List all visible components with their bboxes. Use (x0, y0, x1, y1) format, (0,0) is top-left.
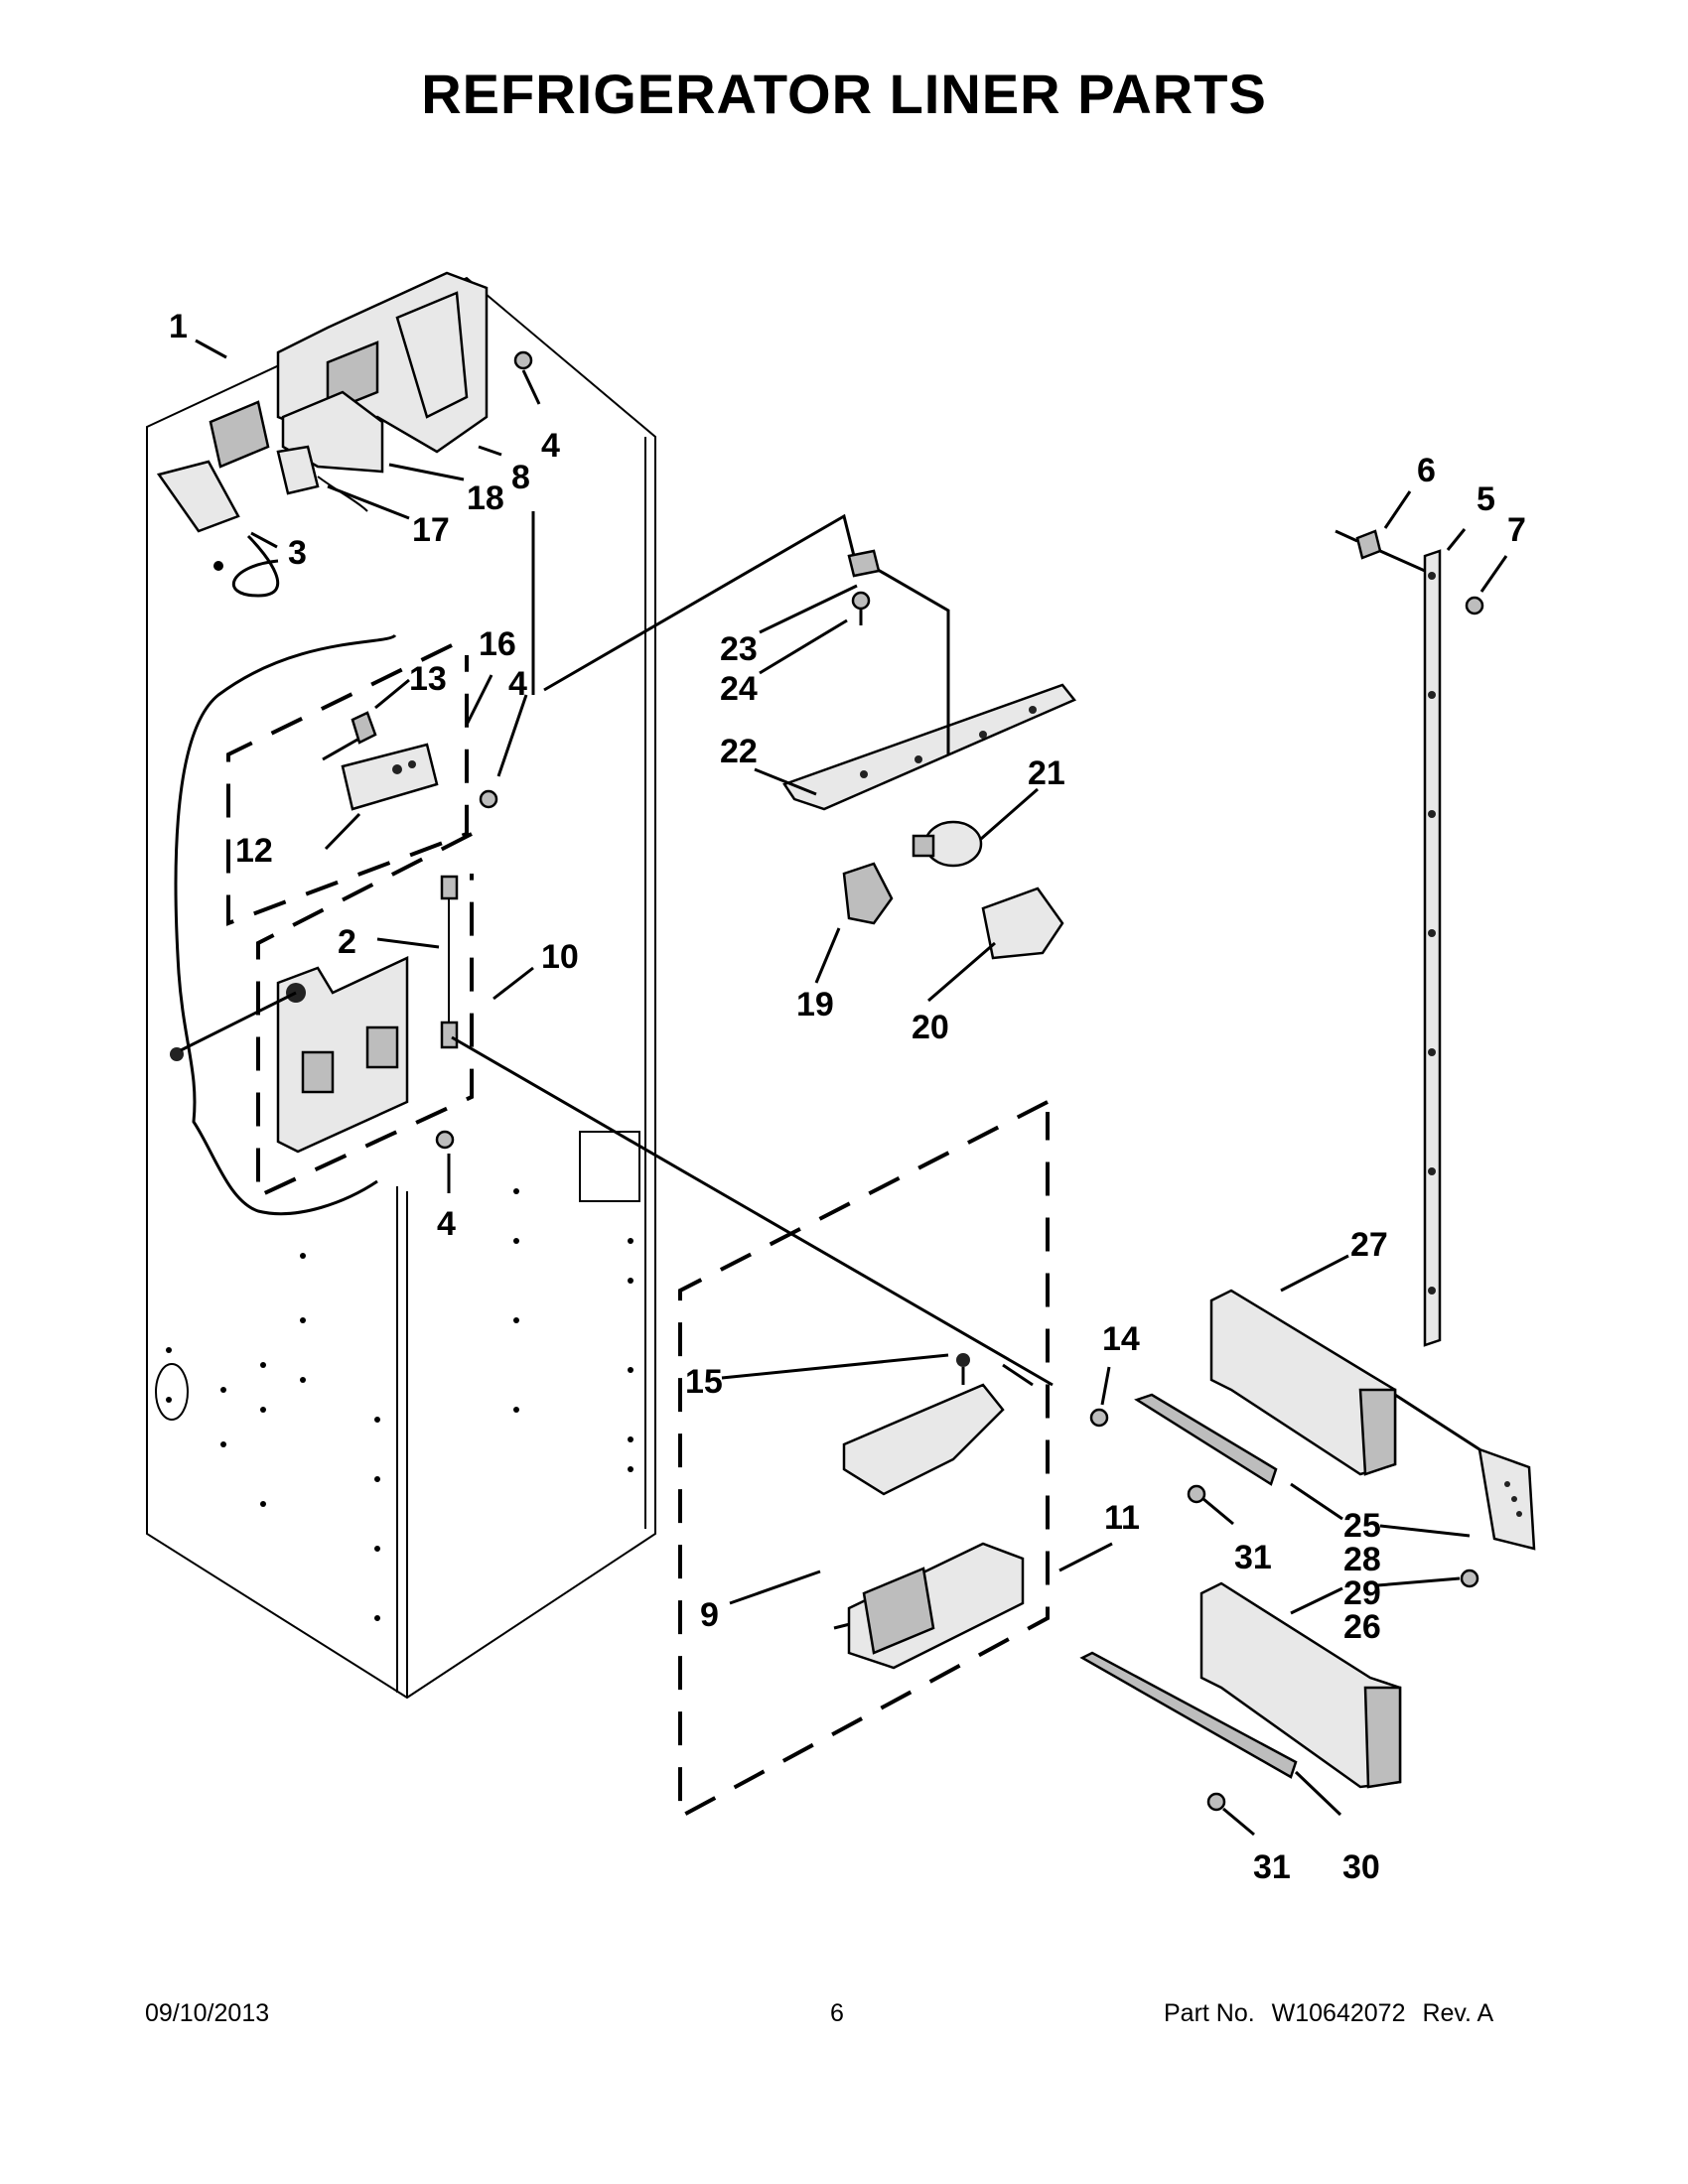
screw-part-31-upper (1187, 1484, 1206, 1504)
trim-cap-part-25 (1394, 1393, 1536, 1551)
footer-page-number: 6 (830, 1999, 844, 2027)
upper-rail-part-28 (1134, 1393, 1278, 1486)
control-group-boundary (226, 643, 469, 926)
screw-part-14 (1089, 1408, 1109, 1428)
callout-24: 24 (720, 670, 758, 708)
callout-17: 17 (412, 511, 450, 549)
callout-11: 11 (1104, 1499, 1140, 1537)
callout-30: 30 (1342, 1848, 1380, 1886)
dispenser-housing (180, 956, 409, 1154)
callout-7: 7 (1507, 511, 1526, 549)
callout-20: 20 (912, 1009, 949, 1046)
control-panel-part-12 (341, 743, 439, 811)
screw-part-4-bottom (435, 1130, 455, 1150)
callout-28: 28 (1343, 1541, 1381, 1578)
callout-18: 18 (467, 479, 504, 517)
light-socket-part-19 (842, 862, 894, 925)
page-title: REFRIGERATOR LINER PARTS (421, 63, 1267, 125)
callout-6: 6 (1417, 452, 1436, 489)
lower-rail-part-30 (1079, 1651, 1298, 1779)
damper-part-17 (276, 445, 368, 512)
callout-23: 23 (720, 630, 758, 668)
footer-part-number: Part No. W10642072 Rev. A (1164, 1999, 1503, 2028)
housing-group-boundary (678, 1100, 1050, 1821)
callout-4-top: 4 (541, 427, 560, 465)
callout-26: 26 (1343, 1608, 1381, 1646)
air-outlet-part-3 (156, 460, 280, 598)
trim-rail-part-5 (1423, 549, 1442, 1347)
part-label: Part No. (1164, 1999, 1255, 2027)
callout-22: 22 (720, 733, 758, 770)
callout-14: 14 (1102, 1320, 1140, 1358)
callout-5: 5 (1477, 480, 1495, 518)
callout-4-bottom: 4 (437, 1205, 456, 1243)
wire-to-housing (451, 1035, 1054, 1387)
switch-part-2 (440, 875, 459, 1049)
wire-connector-part-13 (322, 711, 377, 761)
callout-3: 3 (288, 534, 307, 572)
callout-2: 2 (338, 923, 356, 961)
callout-12: 12 (235, 832, 273, 870)
screw-part-4-top (513, 350, 533, 370)
dispenser-group-boundary (256, 832, 474, 1200)
part-number: W10642072 (1271, 1999, 1406, 2027)
callout-19: 19 (796, 986, 834, 1024)
callout-25: 25 (1343, 1507, 1381, 1545)
screw-part-26 (1460, 1569, 1479, 1588)
screw-part-31-lower (1206, 1792, 1226, 1812)
callout-9: 9 (700, 1596, 719, 1634)
screw-part-4-mid (479, 789, 498, 809)
callout-31-lower: 31 (1253, 1848, 1291, 1886)
housing-cover-part-15 (842, 1353, 1005, 1496)
leader-lines (195, 339, 1508, 1837)
callout-29: 29 (1343, 1574, 1381, 1612)
callout-13: 13 (409, 660, 447, 698)
callout-16: 16 (479, 625, 516, 663)
light-bulb-part-21 (912, 820, 983, 868)
callout-10: 10 (541, 938, 579, 976)
lower-cover-part-29 (1199, 1581, 1402, 1789)
callout-27: 27 (1350, 1226, 1388, 1264)
light-cover-part-20 (981, 887, 1064, 960)
wire-harness (174, 633, 397, 1216)
footer-date: 09/10/2013 (145, 1999, 270, 2027)
callout-8: 8 (511, 459, 530, 496)
callout-4-mid: 4 (508, 665, 527, 703)
housing-base-part-11 (847, 1542, 1025, 1670)
revision: Rev. A (1422, 1999, 1494, 2027)
screw-part-7 (1465, 596, 1484, 615)
callout-1: 1 (169, 308, 188, 345)
callouts: 1 2 3 4 4 4 5 6 7 8 9 10 11 12 13 14 15 … (169, 308, 1526, 1886)
lamp-socket-part-23 (847, 549, 881, 578)
liner-panel (146, 276, 656, 1700)
screw-part-24 (851, 591, 871, 625)
callout-15: 15 (685, 1363, 723, 1401)
upper-cover-part-27 (1209, 1289, 1397, 1476)
clip-part-6 (1335, 529, 1426, 573)
callout-21: 21 (1028, 754, 1065, 792)
callout-31-upper: 31 (1234, 1539, 1272, 1576)
